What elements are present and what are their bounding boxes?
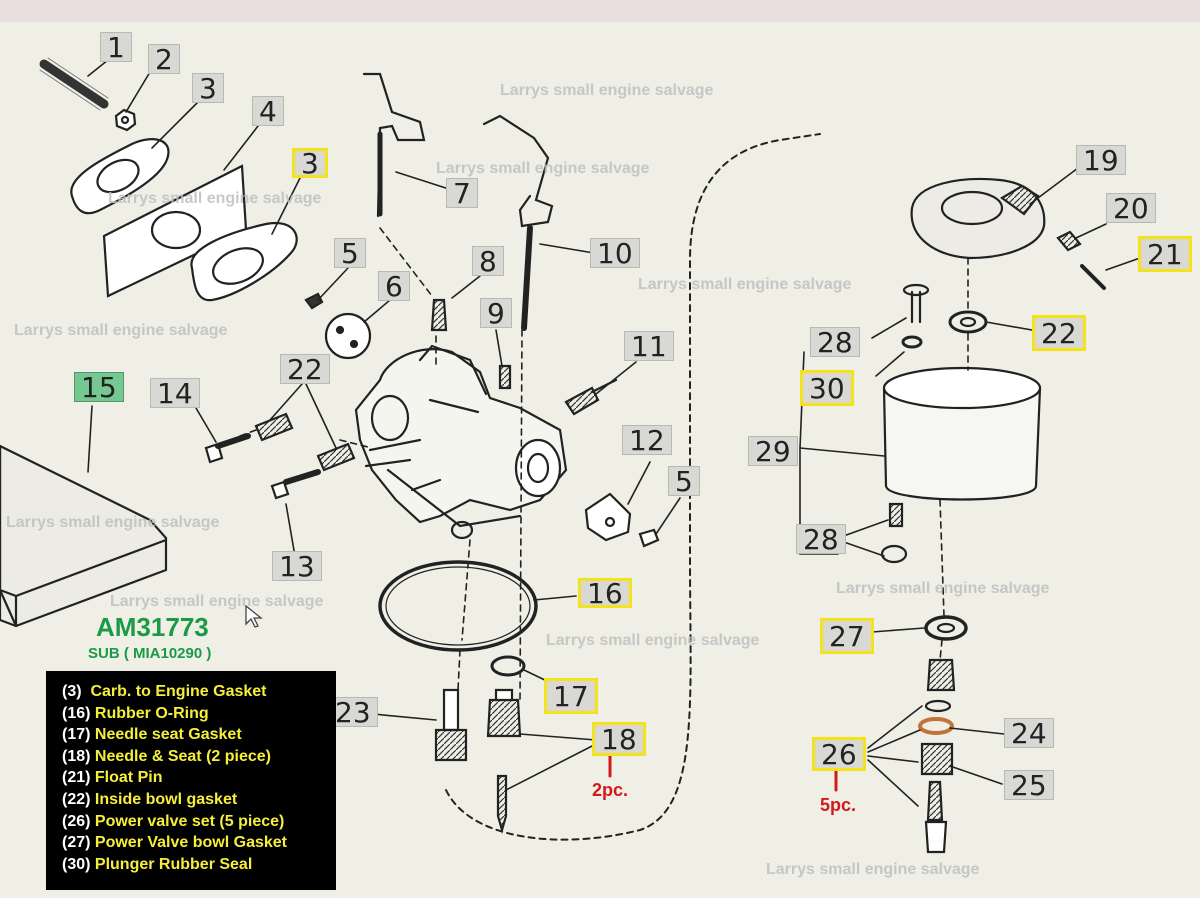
- callout-23: 23: [328, 697, 378, 728]
- callout-27: 27: [820, 618, 874, 654]
- callout-4: 4: [252, 96, 284, 127]
- legend-row: (21) Float Pin: [62, 769, 163, 787]
- callout-15: 15: [74, 372, 124, 403]
- legend-row: (18) Needle & Seat (2 piece): [62, 747, 271, 765]
- legend-row: (27) Power Valve bowl Gasket: [62, 834, 287, 852]
- quantity-power-valve: 5pc.: [820, 795, 857, 815]
- callout-7: 7: [446, 178, 478, 209]
- callout-19: 19: [1076, 145, 1126, 176]
- callout-11: 11: [624, 331, 674, 362]
- callout-22: 22: [280, 354, 330, 385]
- part-number: AM31773: [96, 612, 209, 642]
- watermark: Larrys small engine salvage: [436, 160, 650, 177]
- callout-17: 17: [544, 678, 598, 714]
- callout-29: 29: [748, 436, 798, 467]
- legend-row: (30) Plunger Rubber Seal: [62, 855, 253, 873]
- callout-6: 6: [378, 271, 410, 302]
- legend-row: (17) Needle seat Gasket: [62, 726, 242, 744]
- callout-12: 12: [622, 425, 672, 456]
- callout-2: 2: [148, 44, 180, 75]
- watermark: Larrys small engine salvage: [836, 580, 1050, 597]
- callout-30: 30: [800, 370, 854, 406]
- callout-16: 16: [578, 578, 632, 608]
- watermark: Larrys small engine salvage: [108, 190, 322, 207]
- callout-1: 1: [100, 32, 132, 63]
- watermark: Larrys small engine salvage: [766, 861, 980, 878]
- watermark: Larrys small engine salvage: [110, 593, 324, 610]
- quantity-needle-seat: 2pc.: [592, 780, 629, 800]
- watermark: Larrys small engine salvage: [6, 514, 220, 531]
- callout-13: 13: [272, 551, 322, 582]
- legend-row: (26) Power valve set (5 piece): [62, 812, 285, 830]
- callout-10: 10: [590, 238, 640, 269]
- substitute-part-number: SUB ( MIA10290 ): [88, 645, 212, 662]
- callout-26: 26: [812, 737, 866, 771]
- watermark: Larrys small engine salvage: [638, 276, 852, 293]
- callout-20: 20: [1106, 193, 1156, 224]
- callout-22-highlight: 22: [1032, 315, 1086, 351]
- callout-18: 18: [592, 722, 646, 756]
- callout-3: 3: [192, 73, 224, 104]
- callout-3-highlight: 3: [292, 148, 328, 178]
- watermark: Larrys small engine salvage: [14, 322, 228, 339]
- callout-28: 28: [810, 327, 860, 358]
- legend-row: (16) Rubber O-Ring: [62, 704, 209, 722]
- callout-14: 14: [150, 378, 200, 409]
- watermark: Larrys small engine salvage: [546, 632, 760, 649]
- callout-5b: 5: [668, 466, 700, 497]
- callout-28b: 28: [796, 524, 846, 555]
- watermark: Larrys small engine salvage: [500, 82, 714, 99]
- cursor-icon: [245, 604, 263, 628]
- callout-24: 24: [1004, 718, 1054, 749]
- parts-legend: (3) Carb. to Engine Gasket (16) Rubber O…: [46, 671, 336, 890]
- legend-row: (3) Carb. to Engine Gasket: [62, 683, 267, 700]
- callout-5: 5: [334, 238, 366, 269]
- legend-row: (22) Inside bowl gasket: [62, 790, 238, 808]
- callout-9: 9: [480, 298, 512, 329]
- callout-21: 21: [1138, 236, 1192, 272]
- callout-8: 8: [472, 246, 504, 277]
- callout-25: 25: [1004, 770, 1054, 801]
